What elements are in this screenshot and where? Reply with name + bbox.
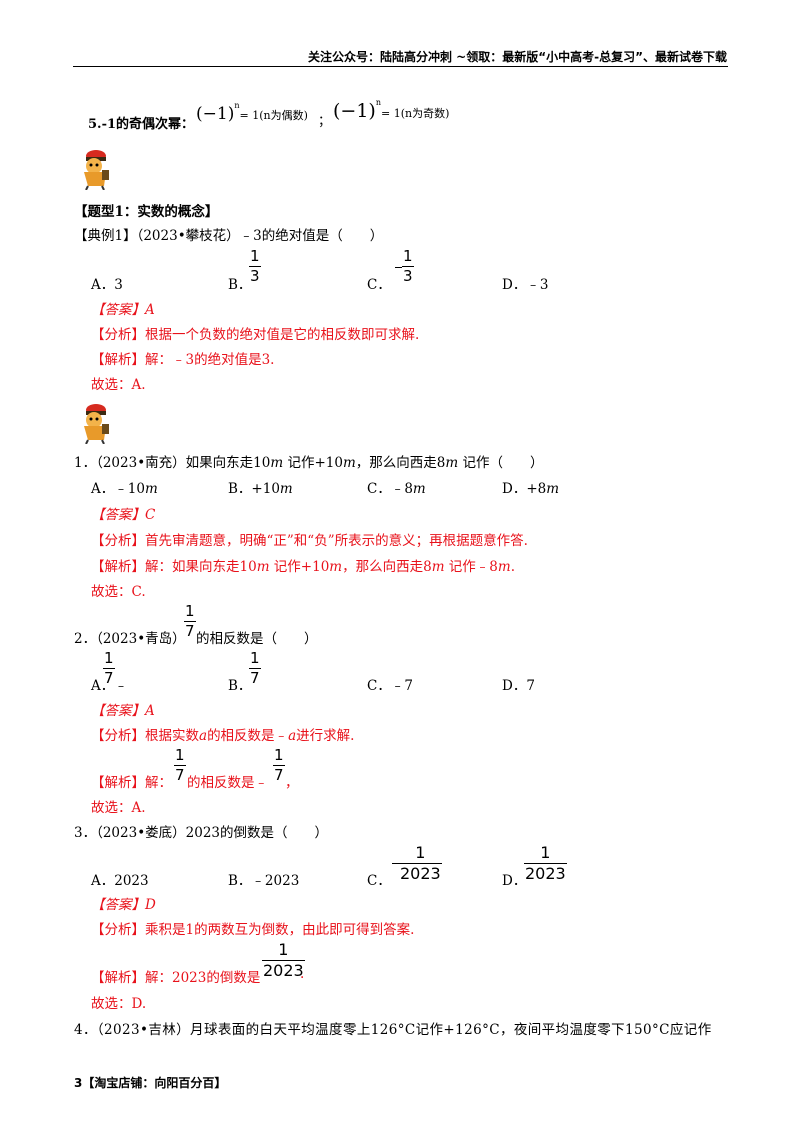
option-a: A．3 xyxy=(91,277,123,293)
q2-analysis: 【分析】根据实数a的相反数是﹣a进行求解. xyxy=(91,728,355,744)
page-footer: 3【淘宝店铺：向阳百分百】 xyxy=(74,1076,227,1090)
q1-option-d: D．+8m xyxy=(502,481,560,497)
answer: 【答案】A xyxy=(91,302,155,318)
minus-sign xyxy=(392,863,399,864)
q2-choice: 故选：A. xyxy=(91,800,146,816)
q1-option-b: B．+10m xyxy=(228,481,293,497)
q2-solution-prefix: 【解析】解： xyxy=(91,775,172,791)
q2-solution-end: ， xyxy=(285,775,299,791)
choice: 故选：A. xyxy=(91,377,146,393)
q3-option-c-prefix: C． xyxy=(367,873,391,889)
q2-option-a-prefix: A．﹣ xyxy=(91,678,128,694)
q1-answer: 【答案】C xyxy=(91,507,156,523)
q2-option-c: C．﹣7 xyxy=(367,678,413,694)
q2-option-d: D．7 xyxy=(502,678,535,694)
q1-solution: 【解析】解：如果向东走10m 记作+10m，那么向西走8m 记作﹣8m. xyxy=(91,559,515,575)
option-b-prefix: B． xyxy=(228,277,252,293)
q1-stem: 1．（2023•南充）如果向东走10m 记作+10m，那么向西走8m 记作（ ） xyxy=(74,455,544,471)
example-stem: 【典例1】（2023•攀枝花）﹣3的绝对值是（ ） xyxy=(74,228,384,244)
q3-stem: 3．（2023•娄底）2023的倒数是（ ） xyxy=(74,825,329,841)
q1-option-c: C．﹣8m xyxy=(367,481,426,497)
mascot-icon xyxy=(84,150,109,190)
solution: 【解析】解：﹣3的绝对值是3. xyxy=(91,352,275,368)
intro-separator: ； xyxy=(318,114,332,129)
intro-formula-2: (−1)n= 1(n为奇数) xyxy=(333,97,450,122)
q1-option-a: A．﹣10m xyxy=(91,481,158,497)
q3-solution-prefix: 【解析】解：2023的倒数是 xyxy=(91,970,261,986)
analysis: 【分析】根据一个负数的绝对值是它的相反数即可求解. xyxy=(91,327,420,343)
q3-answer: 【答案】D xyxy=(91,897,156,913)
q2-solution-mid: 的相反数是﹣ xyxy=(187,775,268,791)
q3-option-d-prefix: D． xyxy=(502,873,527,889)
q3-solution-end: . xyxy=(300,966,305,982)
mascot-icon xyxy=(84,404,109,444)
minus-sign xyxy=(395,267,402,268)
q2-option-b-prefix: B． xyxy=(228,678,252,694)
q3-option-b: B．﹣2023 xyxy=(228,873,300,889)
page-header: 关注公众号：陆陆高分冲刺 ~领取：最新版“小中高考-总复习”、最新试卷下载 xyxy=(308,50,727,64)
q3-analysis: 【分析】乘积是1的两数互为倒数，由此即可得到答案. xyxy=(91,922,415,938)
q1-analysis: 【分析】首先审清题意，明确“正”和“负”所表示的意义；再根据题意作答. xyxy=(91,533,528,549)
q2-answer: 【答案】A xyxy=(91,703,155,719)
q3-option-a: A．2023 xyxy=(91,873,149,889)
q3-choice: 故选：D. xyxy=(91,996,147,1012)
q4-stem: 4．（2023•吉林）月球表面的白天平均温度零上126°C记作+126°C，夜间… xyxy=(74,1022,712,1038)
header-divider xyxy=(73,66,728,67)
q2-stem-prefix: 2．（2023•青岛） xyxy=(74,631,186,647)
intro-formula-1: (−1)n= 1(n为偶数) xyxy=(196,101,308,124)
q1-choice: 故选：C. xyxy=(91,584,146,600)
q2-stem-end: 的相反数是（ ） xyxy=(196,631,318,647)
option-c-prefix: C． xyxy=(367,277,391,293)
section-title: 【题型1：实数的概念】 xyxy=(74,204,219,220)
option-d: D．﹣3 xyxy=(502,277,549,293)
intro-label: 5.-1的奇偶次幂： xyxy=(88,117,195,132)
